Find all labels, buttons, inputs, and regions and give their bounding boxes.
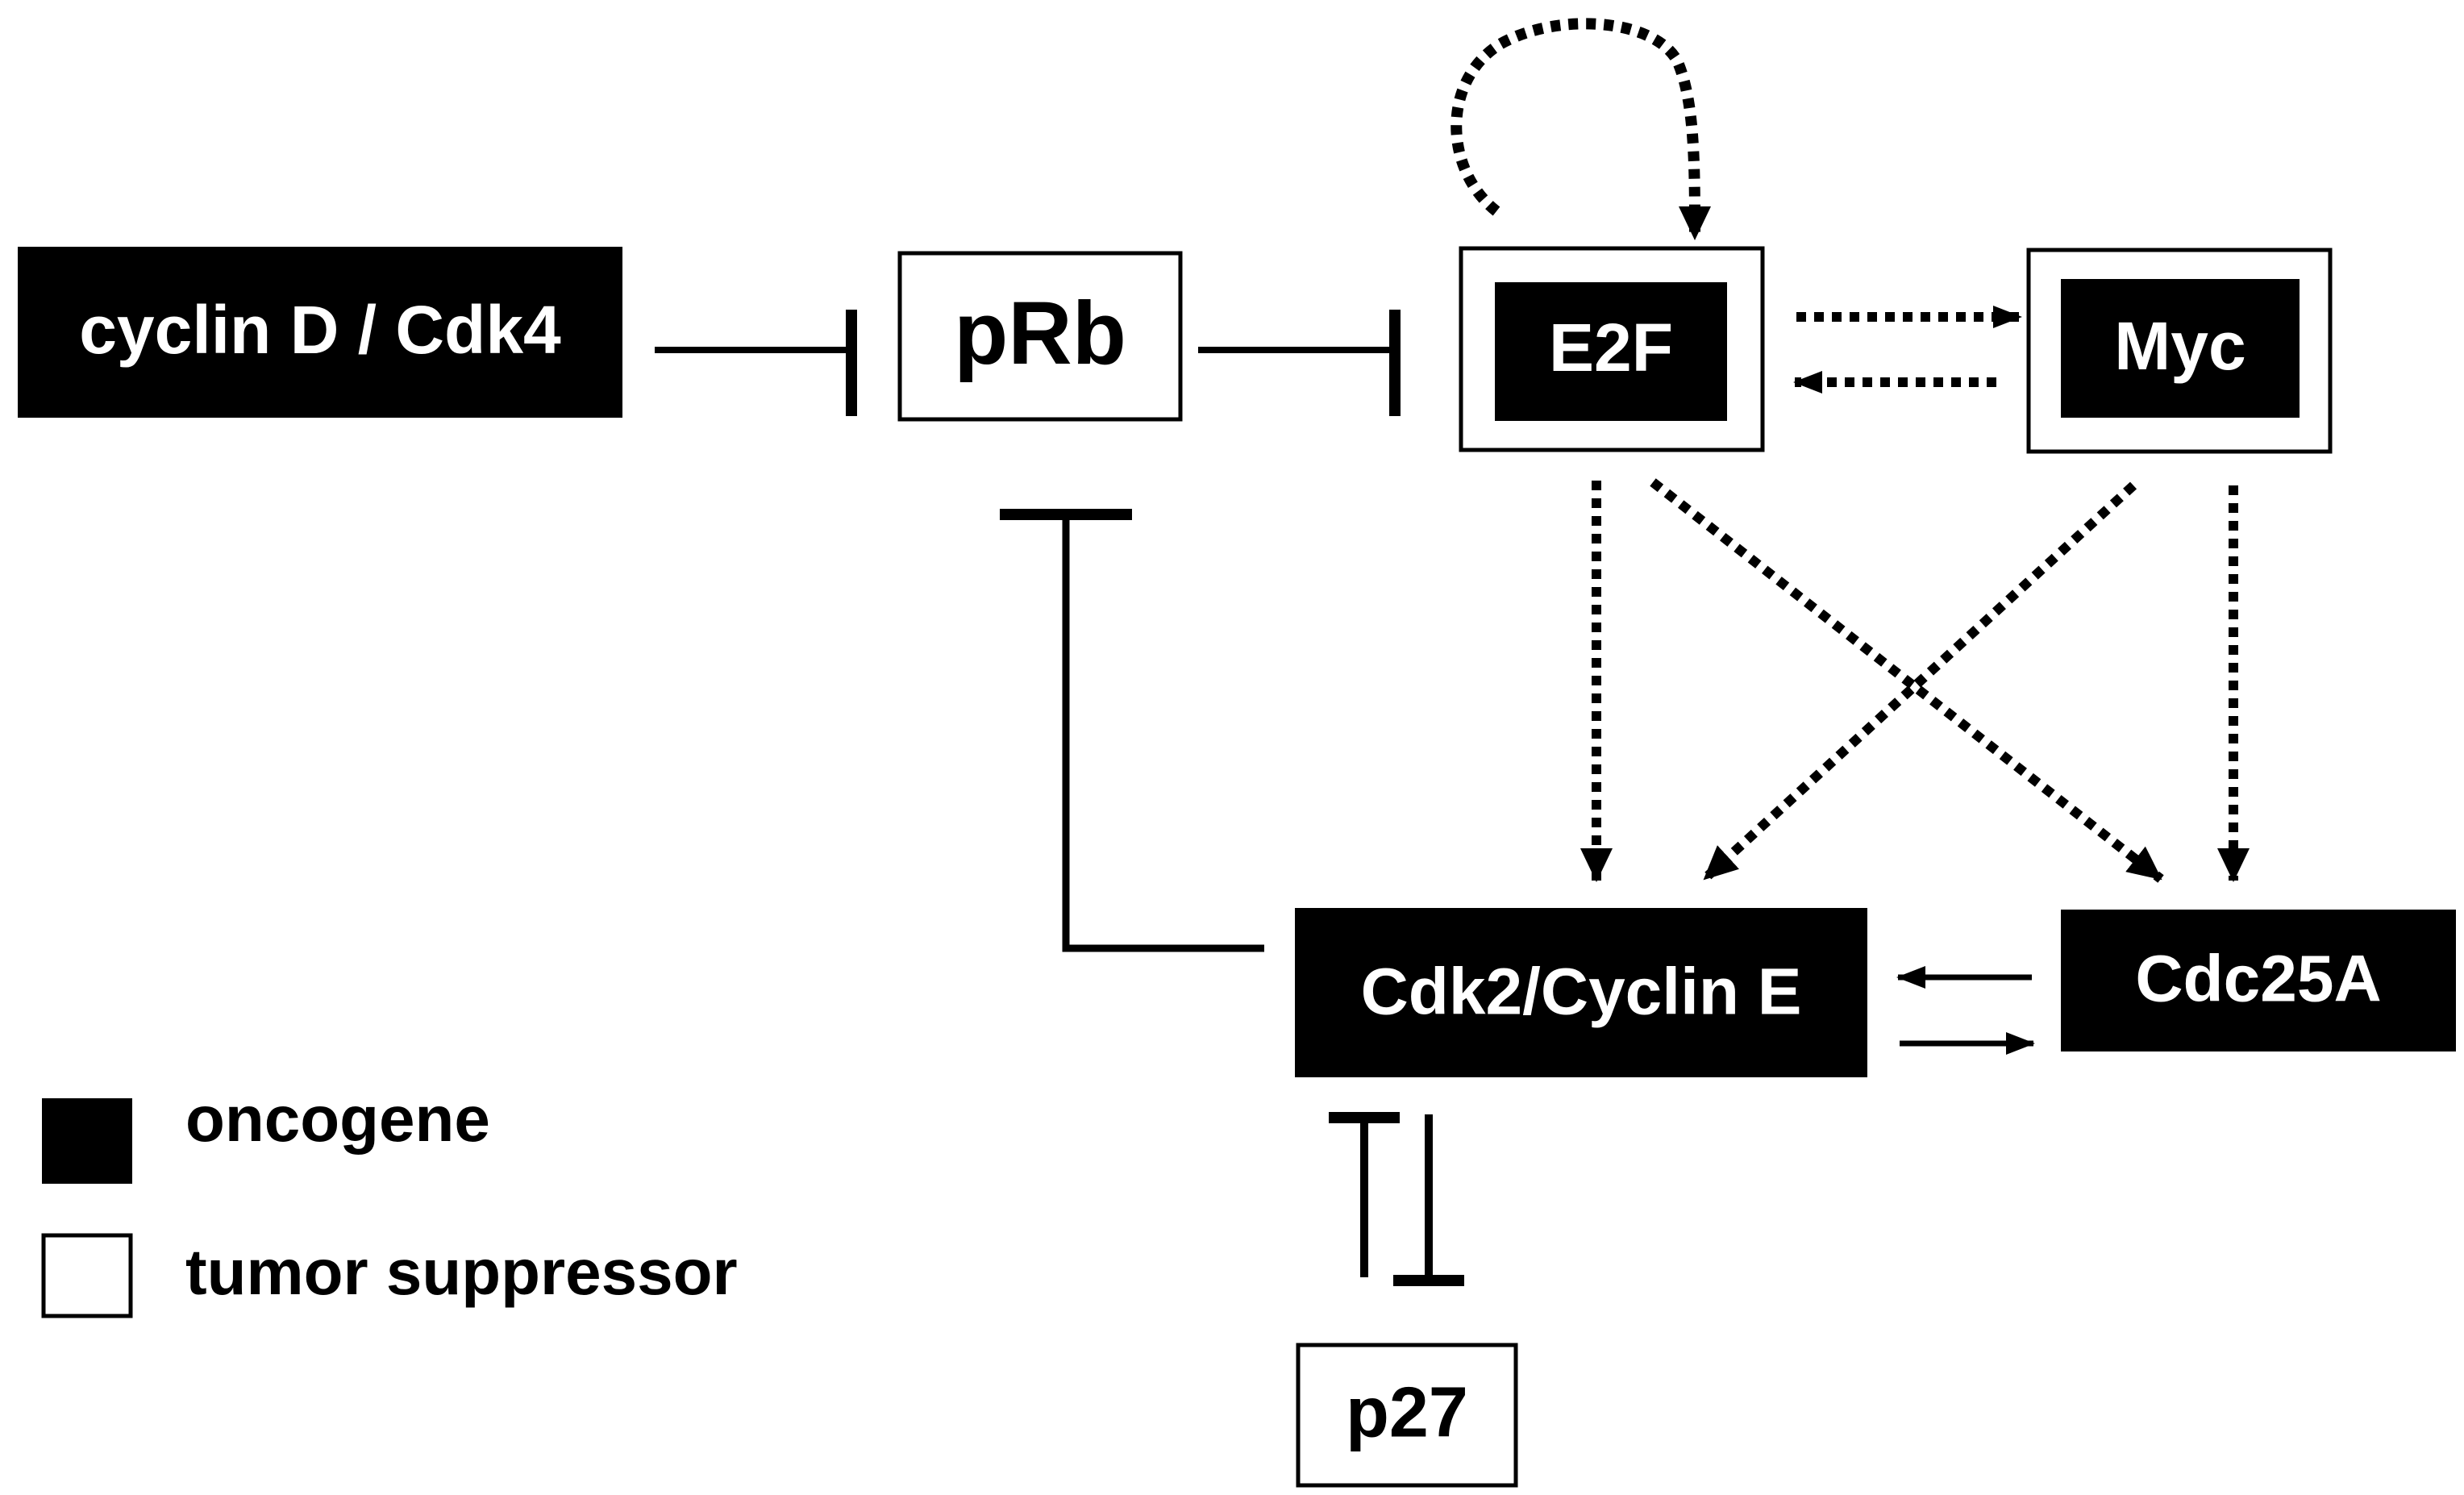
node-prb-label: pRb — [954, 284, 1126, 383]
node-myc: Myc — [2026, 248, 2333, 454]
node-cyclin-d-cdk4-label: cyclin D / Cdk4 — [79, 292, 561, 368]
node-cdc25a-label: Cdc25A — [2135, 943, 2381, 1016]
edge-p27-inhibits-cdk2 — [1329, 1112, 1400, 1277]
node-cdk2-cyclin-e-label: Cdk2/Cyclin E — [1361, 956, 1802, 1029]
legend-tumor-suppressor-swatch — [41, 1233, 133, 1318]
node-e2f: E2F — [1459, 246, 1765, 452]
node-cyclin-d-cdk4: cyclin D / Cdk4 — [18, 247, 622, 418]
legend: oncogene tumor suppressor — [41, 1083, 738, 1318]
edge-e2f-to-cdc25a — [1650, 478, 2164, 883]
node-prb: pRb — [897, 251, 1183, 422]
node-cdc25a: Cdc25A — [2061, 910, 2456, 1051]
legend-oncogene-label: oncogene — [185, 1083, 490, 1155]
node-p27: p27 — [1296, 1343, 1518, 1488]
node-e2f-label: E2F — [1549, 310, 1673, 385]
edge-e2f-self-loop — [1451, 18, 1711, 240]
edge-prb-inhibits-e2f — [1198, 310, 1401, 416]
legend-oncogene-swatch — [42, 1098, 132, 1184]
edge-myc-to-cdk2 — [1700, 481, 2137, 883]
edge-cyclind-inhibits-prb — [655, 310, 857, 416]
legend-tumor-suppressor-label: tumor suppressor — [185, 1236, 738, 1308]
node-cdk2-cyclin-e: Cdk2/Cyclin E — [1295, 908, 1867, 1077]
edge-cdk2-inhibits-prb — [1000, 509, 1264, 952]
node-p27-label: p27 — [1346, 1372, 1468, 1451]
node-myc-label: Myc — [2114, 308, 2245, 384]
edge-cdk2-inhibits-p27 — [1393, 1114, 1464, 1286]
